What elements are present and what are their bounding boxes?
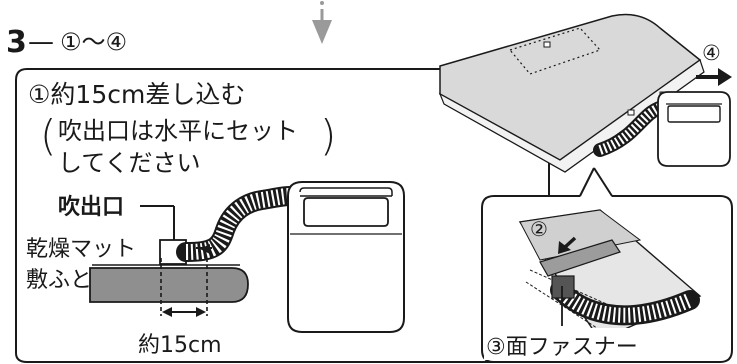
step2-marker: ② [530, 217, 548, 241]
paren-open: ( [40, 111, 56, 160]
step-number: 3 [6, 25, 27, 60]
fastener-detail-illustration [518, 209, 702, 341]
note-line-1: 吹出口は水平にセット [58, 117, 298, 145]
futon-shape [89, 267, 249, 303]
fastener-label: ③面ファスナー [486, 335, 638, 360]
dryer-unit [287, 181, 405, 333]
step4-marker: ④ [702, 41, 721, 65]
note-line-2: してください [58, 149, 201, 177]
press-arrow-icon [558, 236, 577, 254]
airflow-arrow-icon [200, 244, 210, 254]
outlet-label: 吹出口 [58, 194, 124, 220]
push-arrow-icon [696, 68, 732, 86]
step-range: ①〜④ [60, 28, 127, 56]
instruction-text: ①約15cm差し込む [28, 80, 245, 109]
step-dash: — [28, 27, 54, 57]
mat-label: 乾燥マット [26, 237, 136, 262]
measure-label: 約15cm [138, 333, 222, 358]
paren-close: ) [320, 111, 336, 160]
detail-callout-pointer [579, 167, 613, 197]
dryer-unit-small [657, 91, 731, 167]
down-arrow-icon [312, 1, 332, 44]
fastener-label-bg [484, 328, 680, 360]
measure-arrow-icon [162, 307, 206, 317]
